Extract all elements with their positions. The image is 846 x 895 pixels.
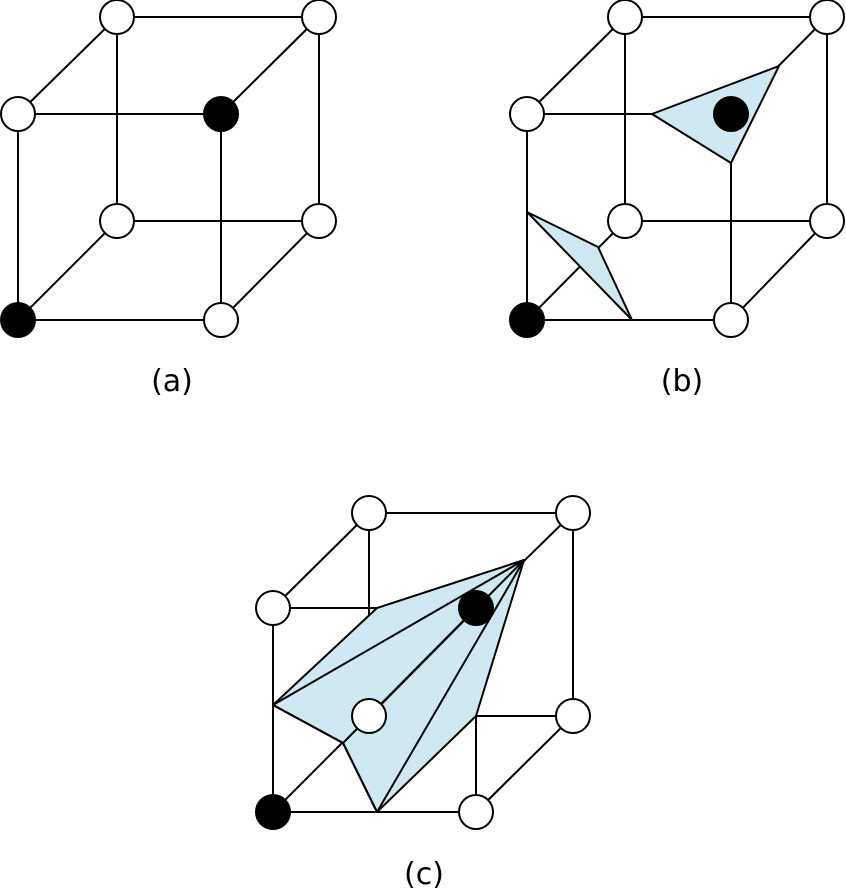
vertex-empty bbox=[607, 0, 643, 35]
vertex-empty bbox=[99, 0, 135, 35]
vertex-filled bbox=[203, 96, 239, 132]
vertex-empty bbox=[809, 203, 845, 239]
vertex-empty bbox=[255, 590, 291, 626]
vertex-empty bbox=[351, 698, 387, 734]
vertex-filled bbox=[509, 302, 545, 338]
vertex-empty bbox=[607, 203, 643, 239]
vertex-empty bbox=[509, 96, 545, 132]
caption-a: (a) bbox=[151, 364, 193, 399]
caption-c: (c) bbox=[404, 857, 444, 892]
vertex-empty bbox=[351, 495, 387, 531]
panel-b: (b) bbox=[509, 0, 845, 399]
vertex-filled bbox=[713, 96, 749, 132]
cube-vertices bbox=[255, 495, 591, 830]
vertex-empty bbox=[809, 0, 845, 35]
vertex-empty bbox=[458, 794, 494, 830]
vertex-empty bbox=[0, 96, 36, 132]
cube-edges bbox=[526, 16, 828, 321]
vertex-empty bbox=[203, 302, 239, 338]
vertex-empty bbox=[555, 698, 591, 734]
vertex-empty bbox=[301, 0, 337, 35]
vertex-empty bbox=[301, 203, 337, 239]
caption-b: (b) bbox=[661, 364, 703, 399]
cube-edges bbox=[17, 16, 320, 321]
vertex-filled bbox=[0, 302, 36, 338]
isosurface-triangle-bottom bbox=[526, 211, 633, 321]
cube-vertices bbox=[509, 0, 845, 338]
vertex-filled bbox=[458, 590, 494, 626]
vertex-filled bbox=[255, 794, 291, 830]
panel-a: (a) bbox=[0, 0, 337, 399]
vertex-empty bbox=[713, 302, 749, 338]
panel-c: (c) bbox=[255, 495, 591, 892]
cube-vertices bbox=[0, 0, 337, 338]
vertex-empty bbox=[555, 495, 591, 531]
vertex-empty bbox=[99, 203, 135, 239]
